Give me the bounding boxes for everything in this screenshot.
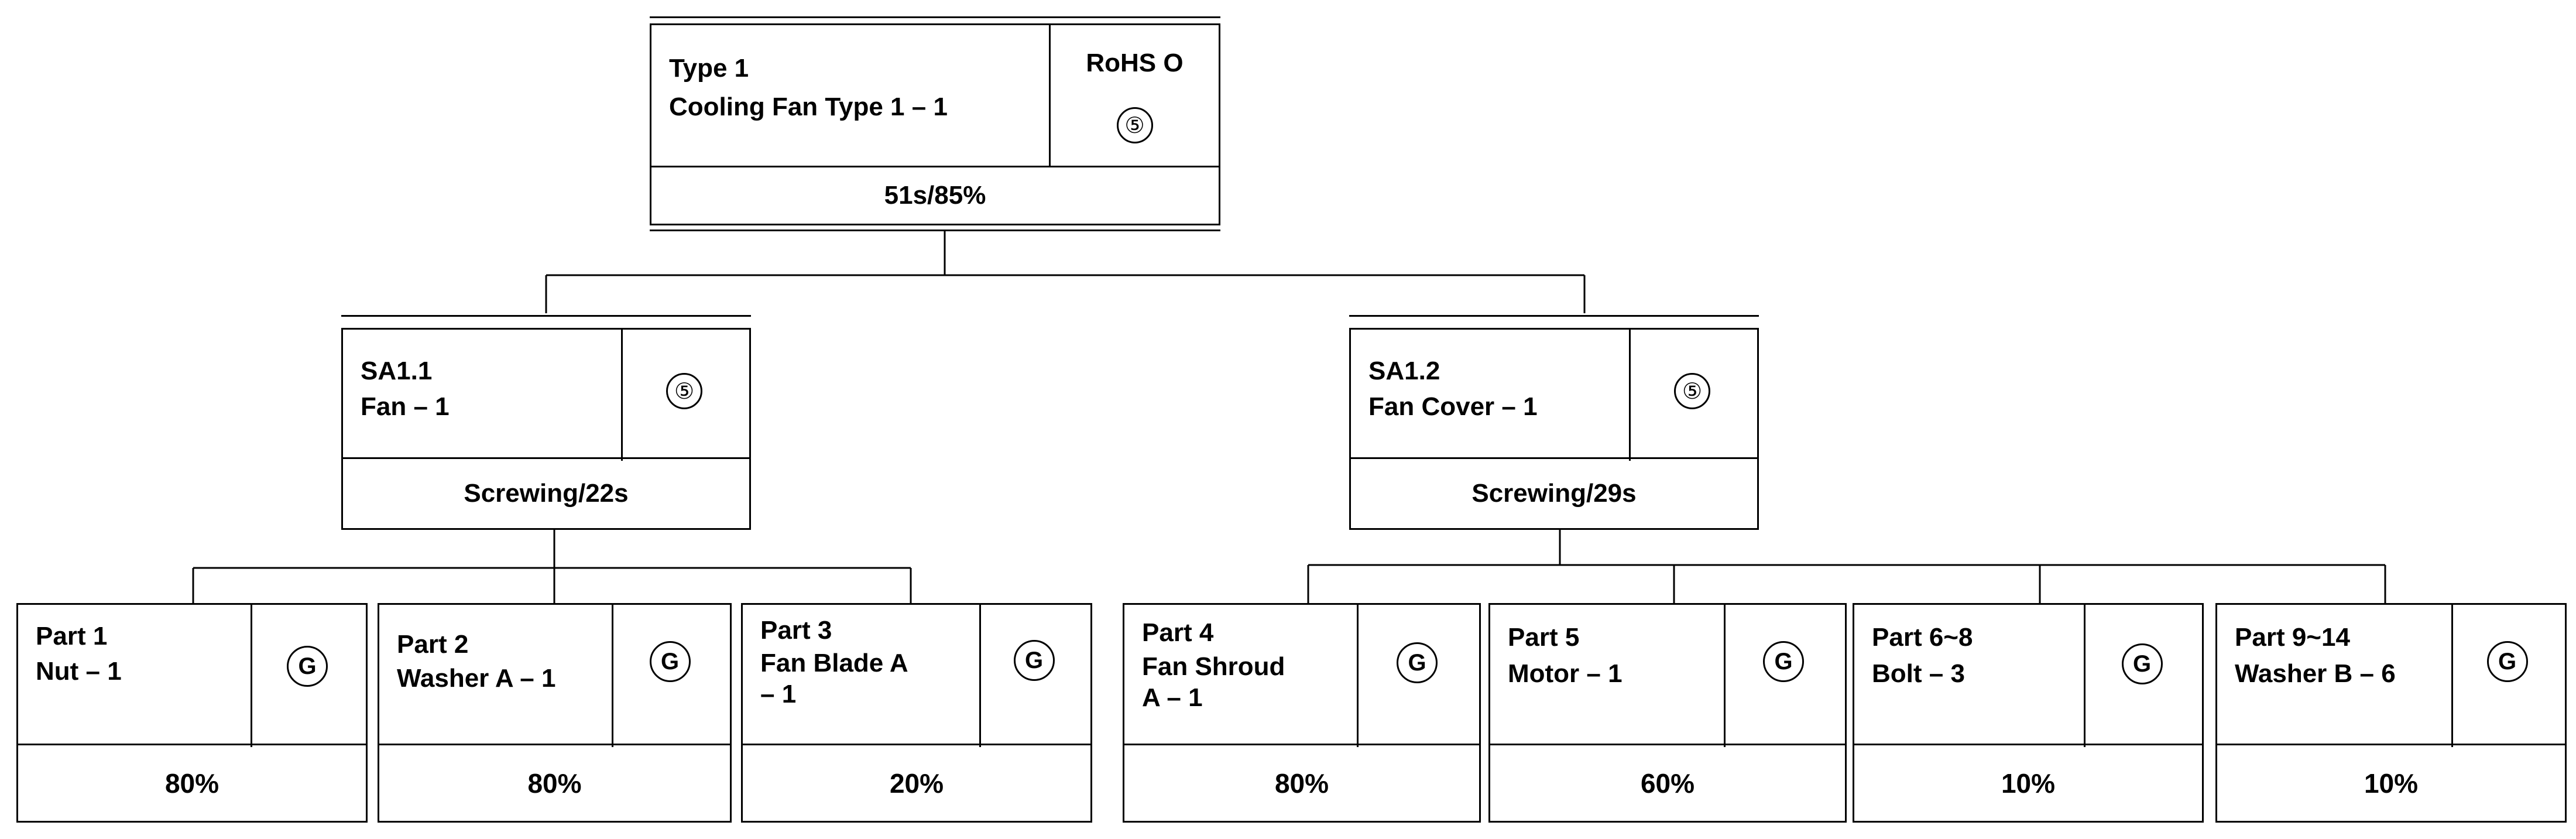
part-name-cell: Part 3 Fan Blade A – 1: [743, 605, 981, 747]
part-footer: 80%: [1124, 744, 1479, 821]
part-name-cell: Part 4 Fan Shroud A – 1: [1124, 605, 1359, 747]
part-name-cell: Part 5 Motor – 1: [1490, 605, 1726, 747]
subassembly-node-sa11: SA1.1 Fan – 1 ⑤ Screwing/22s: [341, 328, 751, 530]
part-footer: 60%: [1490, 744, 1845, 821]
part-node-5: Part 5 Motor – 1 G 60%: [1488, 603, 1847, 823]
circled-five-icon: ⑤: [666, 373, 702, 409]
sa11-top-rule: [341, 315, 751, 317]
part-grade-cell: G: [2450, 605, 2565, 747]
root-node: Type 1 Cooling Fan Type 1 – 1 RoHS O ⑤ 5…: [650, 23, 1220, 225]
part-node-2: Part 2 Washer A – 1 G 80%: [378, 603, 732, 823]
part-id: Part 3: [760, 616, 832, 645]
sa11-name: Fan – 1: [361, 392, 450, 421]
part-footer: 80%: [379, 744, 730, 821]
part-name: Nut – 1: [36, 657, 122, 686]
circled-five-icon: ⑤: [1116, 107, 1153, 143]
root-mark-cell: RoHS O ⑤: [1051, 25, 1219, 167]
part-name: Washer B – 6: [2235, 659, 2396, 688]
sa11-mark-cell: ⑤: [619, 330, 749, 461]
part-footer: 10%: [1854, 744, 2202, 821]
part-grade-cell: G: [2082, 605, 2202, 747]
sa12-name-cell: SA1.2 Fan Cover – 1: [1351, 330, 1631, 461]
root-name: Cooling Fan Type 1 – 1: [669, 93, 948, 121]
root-title: Type 1: [669, 54, 749, 83]
part-name-cell: Part 2 Washer A – 1: [379, 605, 613, 747]
subassembly-node-sa12: SA1.2 Fan Cover – 1 ⑤ Screwing/29s: [1349, 328, 1759, 530]
root-bottom-rule: [650, 230, 1220, 231]
sa11-footer: Screwing/22s: [343, 457, 749, 528]
part-grade-cell: G: [249, 605, 366, 747]
part-id: Part 6~8: [1872, 623, 1973, 652]
grade-g-icon: G: [1397, 642, 1438, 683]
root-footer: 51s/85%: [651, 166, 1219, 224]
part-footer: 10%: [2217, 744, 2565, 821]
part-name: Washer A – 1: [397, 664, 556, 693]
sa12-footer: Screwing/29s: [1351, 457, 1757, 528]
part-footer: 80%: [18, 744, 366, 821]
part-name: Fan Blade A – 1: [760, 649, 908, 708]
part-node-6: Part 6~8 Bolt – 3 G 10%: [1853, 603, 2204, 823]
part-grade-cell: G: [1355, 605, 1479, 747]
part-name-cell: Part 9~14 Washer B – 6: [2217, 605, 2453, 747]
sa11-name-cell: SA1.1 Fan – 1: [343, 330, 623, 461]
part-grade-cell: G: [977, 605, 1090, 747]
grade-g-icon: G: [2486, 641, 2528, 682]
part-node-7: Part 9~14 Washer B – 6 G 10%: [2215, 603, 2567, 823]
grade-g-icon: G: [2121, 643, 2163, 684]
part-name-cell: Part 1 Nut – 1: [18, 605, 252, 747]
grade-g-icon: G: [1763, 641, 1804, 682]
part-name: Fan Shroud A – 1: [1142, 652, 1285, 712]
part-id: Part 4: [1142, 618, 1214, 647]
sa12-mark-cell: ⑤: [1627, 330, 1757, 461]
part-node-3: Part 3 Fan Blade A – 1 G 20%: [741, 603, 1092, 823]
root-name-cell: Type 1 Cooling Fan Type 1 – 1: [651, 25, 1051, 167]
sa12-top-rule: [1349, 315, 1759, 317]
part-node-4: Part 4 Fan Shroud A – 1 G 80%: [1123, 603, 1481, 823]
sa12-name: Fan Cover – 1: [1368, 392, 1538, 421]
part-id: Part 5: [1508, 623, 1580, 652]
root-top-rule: [650, 16, 1220, 18]
grade-g-icon: G: [649, 641, 691, 682]
part-name-cell: Part 6~8 Bolt – 3: [1854, 605, 2086, 747]
part-id: Part 1: [36, 622, 108, 650]
rohs-label: RoHS O: [1086, 49, 1184, 77]
part-grade-cell: G: [610, 605, 730, 747]
grade-g-icon: G: [287, 646, 328, 687]
grade-g-icon: G: [1013, 640, 1055, 681]
part-footer: 20%: [743, 744, 1090, 821]
part-name: Motor – 1: [1508, 659, 1623, 688]
sa11-id: SA1.1: [361, 357, 433, 385]
part-id: Part 2: [397, 630, 469, 659]
part-grade-cell: G: [1722, 605, 1845, 747]
part-node-1: Part 1 Nut – 1 G 80%: [16, 603, 368, 823]
circled-five-icon: ⑤: [1674, 373, 1710, 409]
sa12-id: SA1.2: [1368, 357, 1440, 385]
part-name: Bolt – 3: [1872, 659, 1965, 688]
part-id: Part 9~14: [2235, 623, 2350, 652]
